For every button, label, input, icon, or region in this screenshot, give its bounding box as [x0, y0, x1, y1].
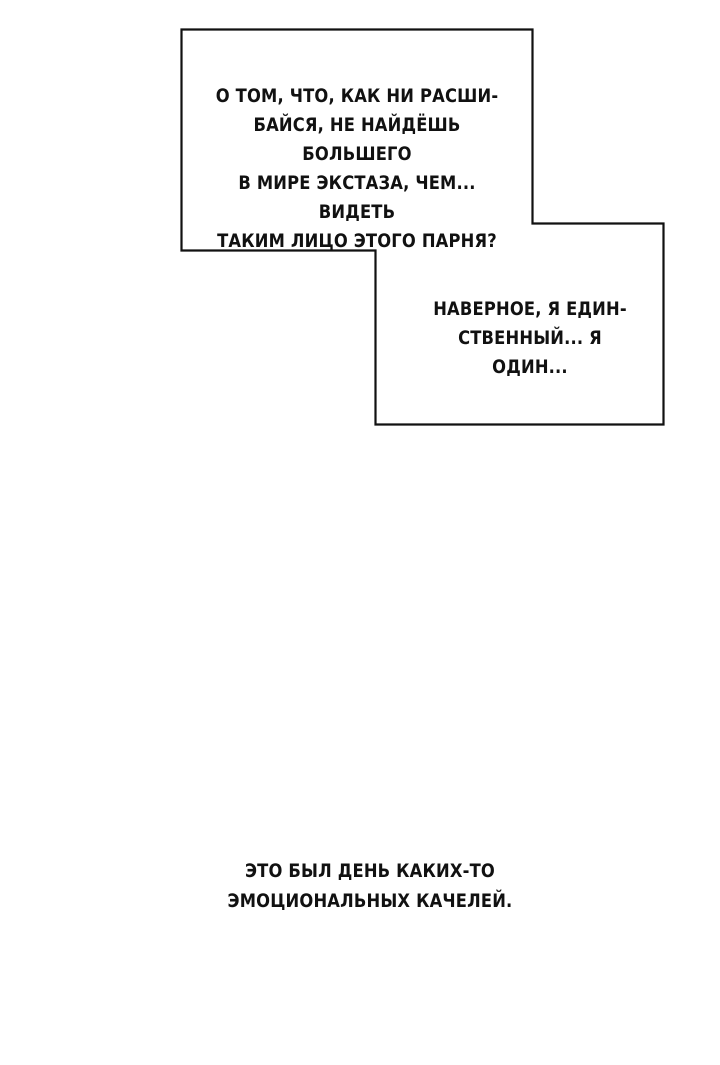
- narration-box-shape: [180, 28, 665, 426]
- narration-text-lower: НАВЕРНОЕ, Я ЕДИН- СТВЕННЫЙ... Я ОДИН...: [433, 298, 627, 378]
- bottom-caption-text: ЭТО БЫЛ ДЕНЬ КАКИХ-ТО ЭМОЦИОНАЛЬНЫХ КАЧЕ…: [227, 860, 513, 912]
- narration-text-upper: О ТОМ, ЧТО, КАК НИ РАСШИ- БАЙСЯ, НЕ НАЙД…: [215, 85, 499, 252]
